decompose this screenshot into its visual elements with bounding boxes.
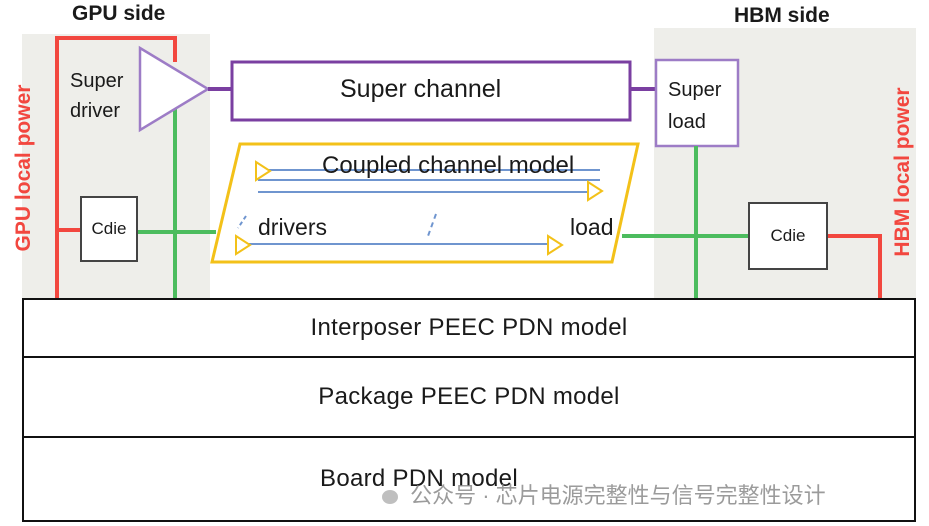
- trace-dash-1: [237, 215, 247, 229]
- load-arrow-2: [547, 234, 564, 256]
- gpu-local-power-text: GPU local power: [12, 84, 35, 252]
- super-channel-label: Super channel: [340, 75, 502, 103]
- super-driver-label-line1: Super: [70, 70, 124, 92]
- watermark: 公众号 · 芯片电源完整性与信号完整性设计: [382, 478, 826, 510]
- super-driver-label: Super driver: [70, 66, 123, 126]
- package-pdn-label: Package PEEC PDN model: [318, 383, 620, 410]
- hbm-cdie-box: Cdie: [748, 202, 828, 270]
- interposer-pdn-layer: Interposer PEEC PDN model: [22, 298, 916, 358]
- package-pdn-layer: Package PEEC PDN model: [22, 356, 916, 438]
- watermark-text: 公众号 · 芯片电源完整性与信号完整性设计: [410, 483, 826, 508]
- hbm-local-power-text: HBM local power: [891, 87, 914, 257]
- coupled-channel-parallelogram: [210, 142, 640, 264]
- super-driver-triangle: [138, 45, 211, 133]
- trace-dash-2: [427, 213, 437, 237]
- gpu-cdie-label: Cdie: [91, 219, 127, 238]
- drivers-label: drivers: [258, 214, 328, 240]
- coupled-channel-model-label: Coupled channel model: [322, 152, 575, 179]
- watermark-icon: [382, 490, 398, 505]
- load-label: load: [570, 214, 614, 240]
- gpu-cdie-box: Cdie: [80, 196, 138, 262]
- super-load-label-line2: load: [668, 111, 706, 133]
- super-driver-label-line2: driver: [70, 100, 121, 122]
- gpu-power-wire: [55, 36, 177, 300]
- interposer-pdn-label: Interposer PEEC PDN model: [310, 314, 628, 341]
- driver-arrow-2: [235, 234, 252, 256]
- driver-arrow-1: [255, 160, 272, 182]
- board-pdn-layer: Board PDN model: [22, 436, 916, 522]
- super-load-label: Super load: [668, 74, 721, 138]
- hbm-power-wire: [828, 234, 882, 300]
- super-load-box: [654, 58, 740, 148]
- load-arrow-1: [587, 180, 604, 202]
- hbm-cdie-label: Cdie: [770, 226, 806, 245]
- super-load-label-line1: Super: [668, 79, 722, 101]
- board-pdn-label: Board PDN model: [320, 465, 518, 492]
- hbm-side-title: HBM side: [734, 4, 830, 27]
- gpu-side-title: GPU side: [72, 2, 166, 25]
